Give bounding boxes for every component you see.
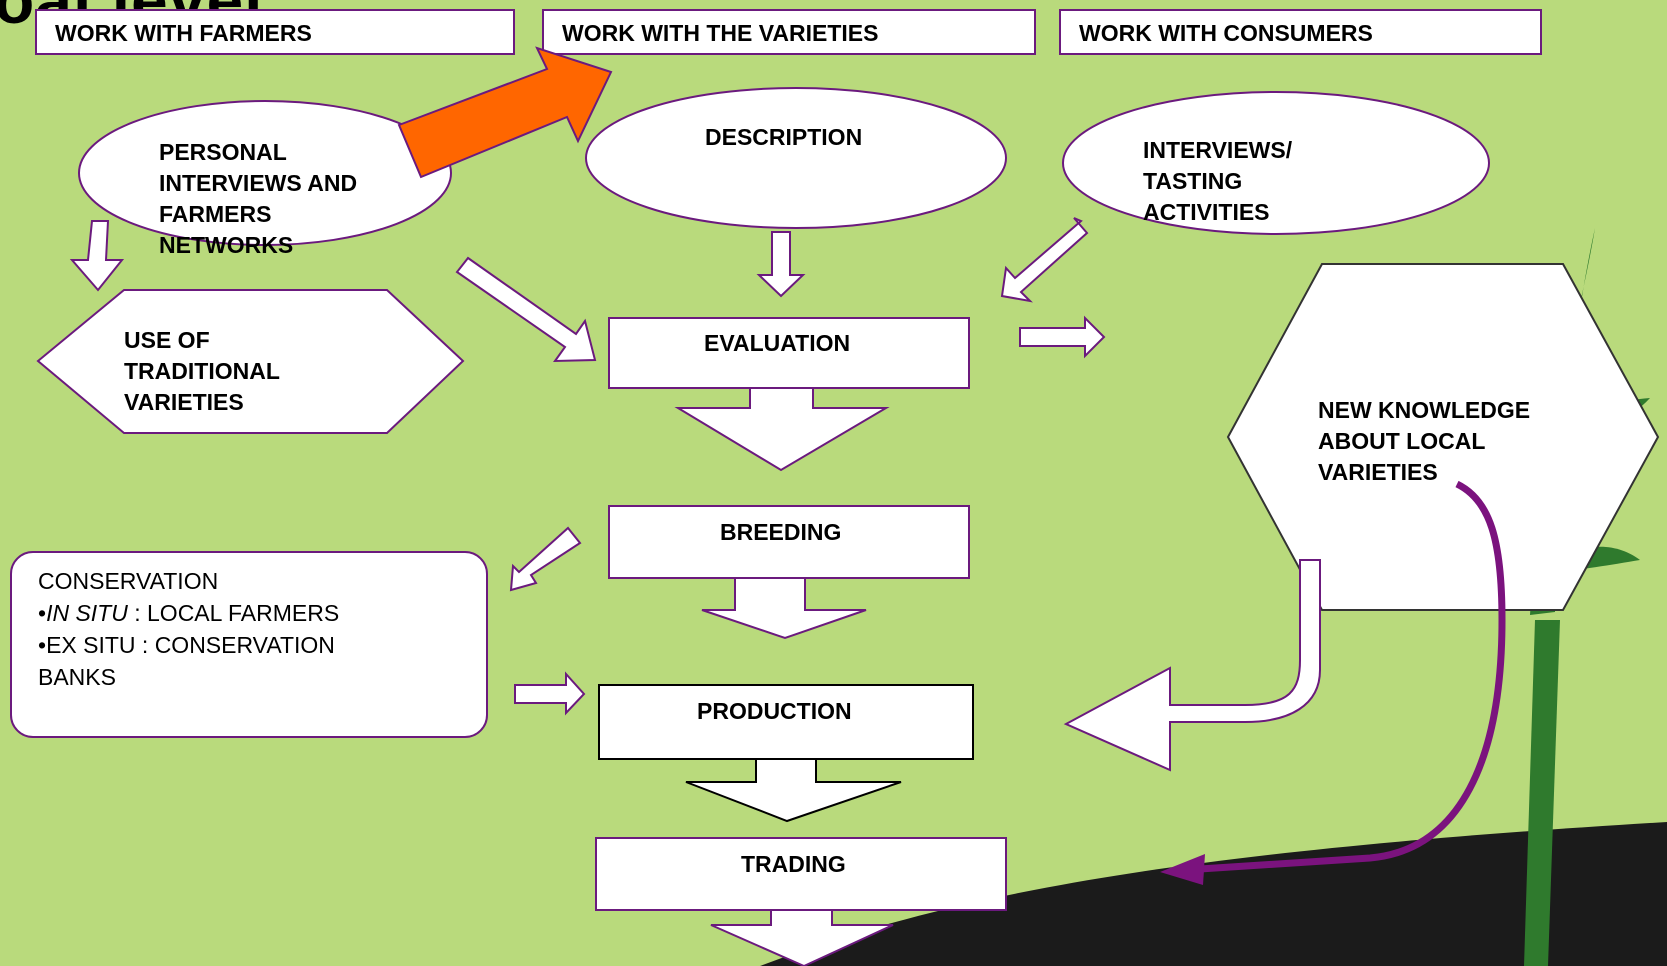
- conservation-ex-situ: •EX SITU : CONSERVATION: [38, 632, 335, 658]
- arrow-down-from-production: [685, 758, 902, 823]
- conservation-title: CONSERVATION: [38, 568, 219, 594]
- conservation-ex-situ-cont: BANKS: [38, 664, 116, 690]
- hexagon-new-knowledge: [1226, 263, 1660, 611]
- conservation-text: CONSERVATION •IN SITU : LOCAL FARMERS •E…: [38, 565, 339, 693]
- oval-description: [585, 87, 1007, 229]
- traditional-varieties-label: USE OF TRADITIONAL VARIETIES: [124, 327, 280, 415]
- interviews-tasting-label: INTERVIEWS/ TASTING ACTIVITIES: [1143, 137, 1293, 225]
- conservation-box: [10, 551, 488, 738]
- breeding-box: [608, 505, 970, 579]
- trading-label: TRADING: [741, 851, 846, 877]
- header-box-consumers: [1059, 9, 1542, 55]
- curved-arrow-to-trading: [1199, 480, 1506, 873]
- hexagon-traditional-varieties: [36, 289, 465, 434]
- arrow-down-from-evaluation: [674, 387, 890, 472]
- arrow-diagonal-from-interviews: [1000, 217, 1089, 303]
- arrow-right-to-production: [514, 671, 586, 716]
- highlight-arrow: [397, 46, 613, 179]
- oval-personal-interviews: [78, 100, 452, 246]
- evaluation-label: EVALUATION: [704, 330, 851, 356]
- arrow-down-left: [69, 220, 125, 292]
- production-box: [598, 684, 974, 760]
- header-farmers-label: WORK WITH FARMERS: [55, 20, 312, 46]
- trading-box: [595, 837, 1007, 911]
- evaluation-box: [608, 317, 970, 389]
- arrow-down-from-breeding: [701, 577, 867, 640]
- arrow-knowledge-to-production: [1063, 559, 1321, 772]
- header-consumers-label: WORK WITH CONSUMERS: [1079, 20, 1373, 46]
- personal-interviews-label: PERSONAL INTERVIEWS AND FARMERS NETWORKS: [159, 139, 358, 258]
- header-varieties-label: WORK WITH THE VARIETIES: [562, 20, 879, 46]
- conservation-in-situ: •IN SITU : LOCAL FARMERS: [38, 600, 340, 626]
- header-box-varieties: [542, 9, 1036, 55]
- arrow-down-from-description: [756, 231, 806, 298]
- new-knowledge-label: NEW KNOWLEDGE ABOUT LOCAL VARIETIES: [1318, 397, 1531, 485]
- arrow-down-from-trading: [710, 909, 894, 966]
- breeding-label: BREEDING: [720, 519, 842, 545]
- description-label: DESCRIPTION: [705, 124, 863, 150]
- arrow-diagonal-to-evaluation: [455, 256, 597, 363]
- curved-arrow-head: [1160, 854, 1205, 885]
- production-label: PRODUCTION: [697, 698, 852, 724]
- arrow-right-from-evaluation: [1019, 315, 1106, 359]
- arrow-diagonal-to-conservation: [509, 526, 582, 592]
- soil: [760, 822, 1667, 966]
- header-box-farmers: [35, 9, 515, 55]
- oval-interviews-tasting: [1062, 91, 1490, 235]
